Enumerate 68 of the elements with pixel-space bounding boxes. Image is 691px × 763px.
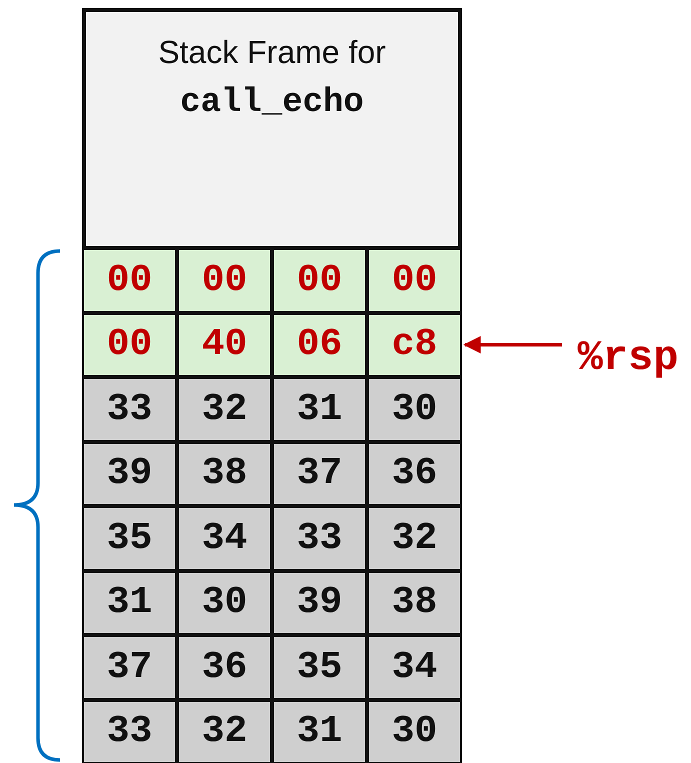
return-address-cell (367, 312, 462, 377)
byte-value: c8 (392, 323, 438, 366)
byte-value: 00 (202, 258, 248, 302)
byte-value: 34 (202, 516, 248, 560)
buffer-byte-cell (82, 506, 177, 570)
buffer-byte-cell (367, 635, 462, 700)
byte-value: 33 (296, 516, 342, 560)
buffer-byte-cell (272, 700, 367, 763)
buffer-byte-cell (82, 570, 177, 635)
buffer-byte-cell (367, 570, 462, 635)
buffer-byte-cell (82, 700, 177, 763)
byte-value: 31 (296, 710, 342, 754)
return-address-cell (367, 248, 462, 312)
buffer-byte-cell (177, 506, 272, 570)
buffer-byte-cell (367, 442, 462, 506)
buffer-byte-cell (272, 570, 367, 635)
byte-value: 30 (392, 710, 438, 754)
stack-frame-box (82, 8, 462, 250)
return-address-cell (272, 312, 367, 377)
byte-value: 36 (202, 646, 248, 689)
buffer-byte-cell (82, 377, 177, 442)
buffer-byte-cell (272, 377, 367, 442)
byte-value: 30 (392, 388, 438, 431)
byte-value: 33 (106, 710, 152, 754)
byte-value: 31 (296, 388, 342, 431)
byte-value: 00 (392, 258, 438, 302)
byte-value: 00 (106, 323, 152, 366)
byte-value: 35 (296, 646, 342, 689)
byte-value: 39 (296, 581, 342, 624)
buffer-byte-cell (177, 635, 272, 700)
buffer-byte-cell (272, 635, 367, 700)
buffer-byte-cell (177, 700, 272, 763)
return-address-cell (177, 312, 272, 377)
byte-value: 00 (296, 258, 342, 302)
byte-value: 32 (202, 388, 248, 431)
byte-value: 33 (106, 388, 152, 431)
byte-value: 30 (202, 581, 248, 624)
buffer-byte-cell (272, 506, 367, 570)
byte-value: 39 (106, 452, 152, 496)
buffer-byte-cell (177, 570, 272, 635)
buffer-byte-cell (177, 377, 272, 442)
byte-value: 32 (202, 710, 248, 754)
buffer-byte-cell (177, 442, 272, 506)
byte-value: 00 (106, 258, 152, 302)
return-address-cell (82, 312, 177, 377)
register-name: %rsp (578, 334, 678, 382)
frame-title: Stack Frame for call_echo (157, 33, 387, 124)
byte-value: 40 (202, 323, 248, 366)
return-address-cell (272, 248, 367, 312)
byte-value: 35 (106, 516, 152, 560)
return-address-cell (82, 248, 177, 312)
return-address-cell (177, 248, 272, 312)
buffer-byte-cell (82, 442, 177, 506)
byte-value: 36 (392, 452, 438, 496)
byte-value: 34 (392, 646, 438, 689)
buffer-byte-cell (367, 506, 462, 570)
buffer-byte-cell (367, 700, 462, 763)
buffer-byte-cell (367, 377, 462, 442)
byte-value: 06 (296, 323, 342, 366)
buffer-byte-cell (272, 442, 367, 506)
byte-value: 31 (106, 581, 152, 624)
byte-value: 37 (296, 452, 342, 496)
byte-value: 32 (392, 516, 438, 560)
buffer-byte-cell (82, 635, 177, 700)
byte-value: 37 (106, 646, 152, 689)
byte-value: 38 (392, 581, 438, 624)
byte-value: 38 (202, 452, 248, 496)
arrow (463, 336, 562, 354)
